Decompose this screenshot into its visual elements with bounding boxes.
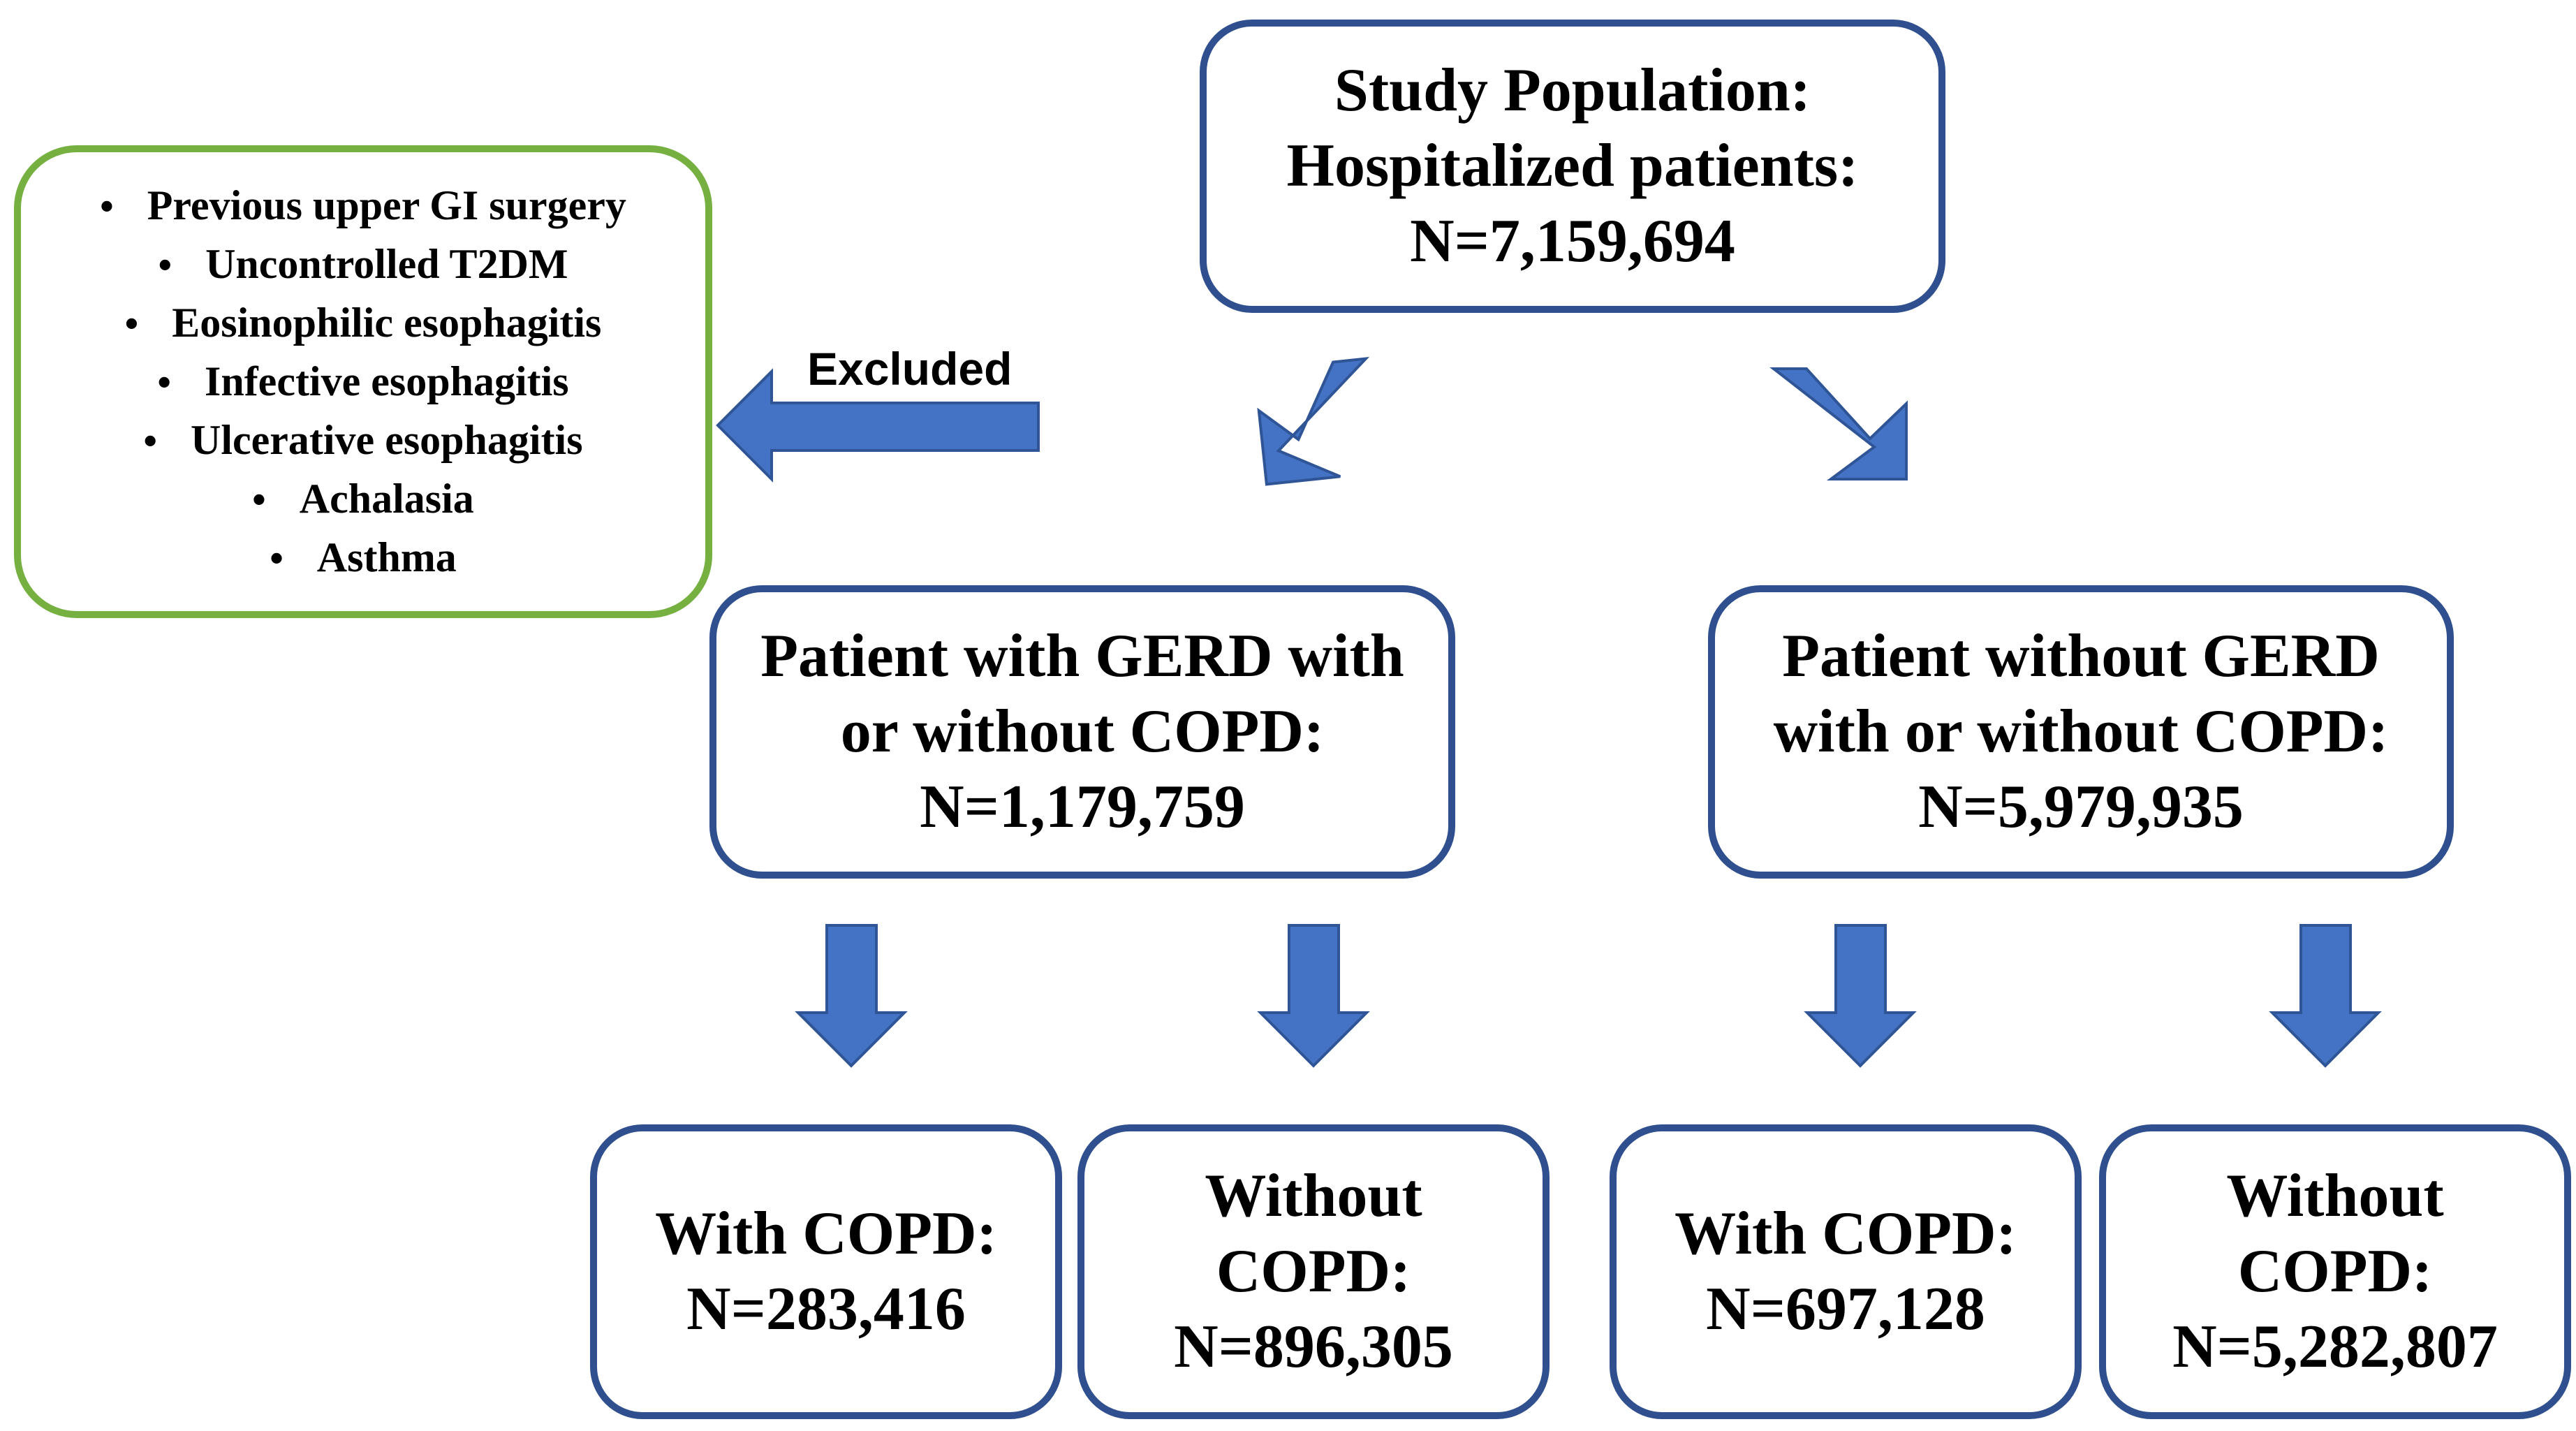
exclusion-criterion: Uncontrolled T2DM bbox=[100, 235, 626, 294]
no-gerd-box-line1: Patient without GERD bbox=[1782, 622, 2380, 690]
gerd-without-copd-box: Without COPD: N=896,305 bbox=[1077, 1124, 1550, 1419]
arrow-to-no-gerd-without-copd bbox=[2269, 924, 2382, 1068]
study-population-line1: Study Population: bbox=[1334, 57, 1811, 124]
exclusion-criterion: Achalasia bbox=[100, 470, 626, 529]
exclusion-criterion: Previous upper GI surgery bbox=[100, 177, 626, 235]
no-gerd-without-copd-label1: Without bbox=[2226, 1162, 2444, 1230]
arrow-to-gerd bbox=[1257, 357, 1370, 486]
study-population-line2: Hospitalized patients: bbox=[1286, 132, 1859, 200]
exclusion-criteria-box: Previous upper GI surgery Uncontrolled T… bbox=[14, 145, 712, 618]
gerd-without-copd-count: N=896,305 bbox=[1174, 1313, 1453, 1381]
study-population-box: Study Population: Hospitalized patients:… bbox=[1200, 20, 1945, 313]
no-gerd-box-count: N=5,979,935 bbox=[1918, 773, 2244, 841]
gerd-box-line2: or without COPD: bbox=[840, 698, 1325, 765]
arrow-to-gerd-without-copd bbox=[1257, 924, 1370, 1068]
no-gerd-without-copd-count: N=5,282,807 bbox=[2172, 1313, 2498, 1381]
exclusion-criterion: Eosinophilic esophagitis bbox=[100, 294, 626, 353]
no-gerd-with-copd-count: N=697,128 bbox=[1706, 1275, 1985, 1343]
no-gerd-without-copd-box: Without COPD: N=5,282,807 bbox=[2099, 1124, 2571, 1419]
no-gerd-box-line2: with or without COPD: bbox=[1773, 698, 2389, 765]
gerd-with-copd-label: With COPD: bbox=[655, 1200, 997, 1268]
gerd-box-line1: Patient with GERD with bbox=[760, 622, 1404, 690]
excluded-label: Excluded bbox=[807, 343, 1013, 395]
no-gerd-without-copd-label2: COPD: bbox=[2237, 1238, 2433, 1305]
gerd-box-count: N=1,179,759 bbox=[920, 773, 1245, 841]
exclusion-arrow bbox=[716, 368, 1040, 483]
exclusion-criterion: Ulcerative esophagitis bbox=[100, 411, 626, 470]
exclusion-criterion: Infective esophagitis bbox=[100, 353, 626, 411]
gerd-box: Patient with GERD with or without COPD: … bbox=[709, 585, 1455, 879]
arrow-to-no-gerd bbox=[1769, 367, 1908, 480]
exclusion-criteria-list: Previous upper GI surgery Uncontrolled T… bbox=[100, 177, 626, 587]
gerd-with-copd-count: N=283,416 bbox=[686, 1275, 966, 1343]
no-gerd-with-copd-box: With COPD: N=697,128 bbox=[1610, 1124, 2082, 1419]
gerd-without-copd-label2: COPD: bbox=[1216, 1238, 1411, 1305]
gerd-without-copd-label1: Without bbox=[1205, 1162, 1422, 1230]
arrow-to-no-gerd-with-copd bbox=[1804, 924, 1917, 1068]
no-gerd-with-copd-label: With COPD: bbox=[1675, 1200, 2017, 1268]
arrow-to-gerd-with-copd bbox=[795, 924, 908, 1068]
gerd-with-copd-box: With COPD: N=283,416 bbox=[590, 1124, 1062, 1419]
exclusion-criterion: Asthma bbox=[100, 529, 626, 587]
no-gerd-box: Patient without GERD with or without COP… bbox=[1708, 585, 2454, 879]
study-population-count: N=7,159,694 bbox=[1410, 207, 1735, 275]
